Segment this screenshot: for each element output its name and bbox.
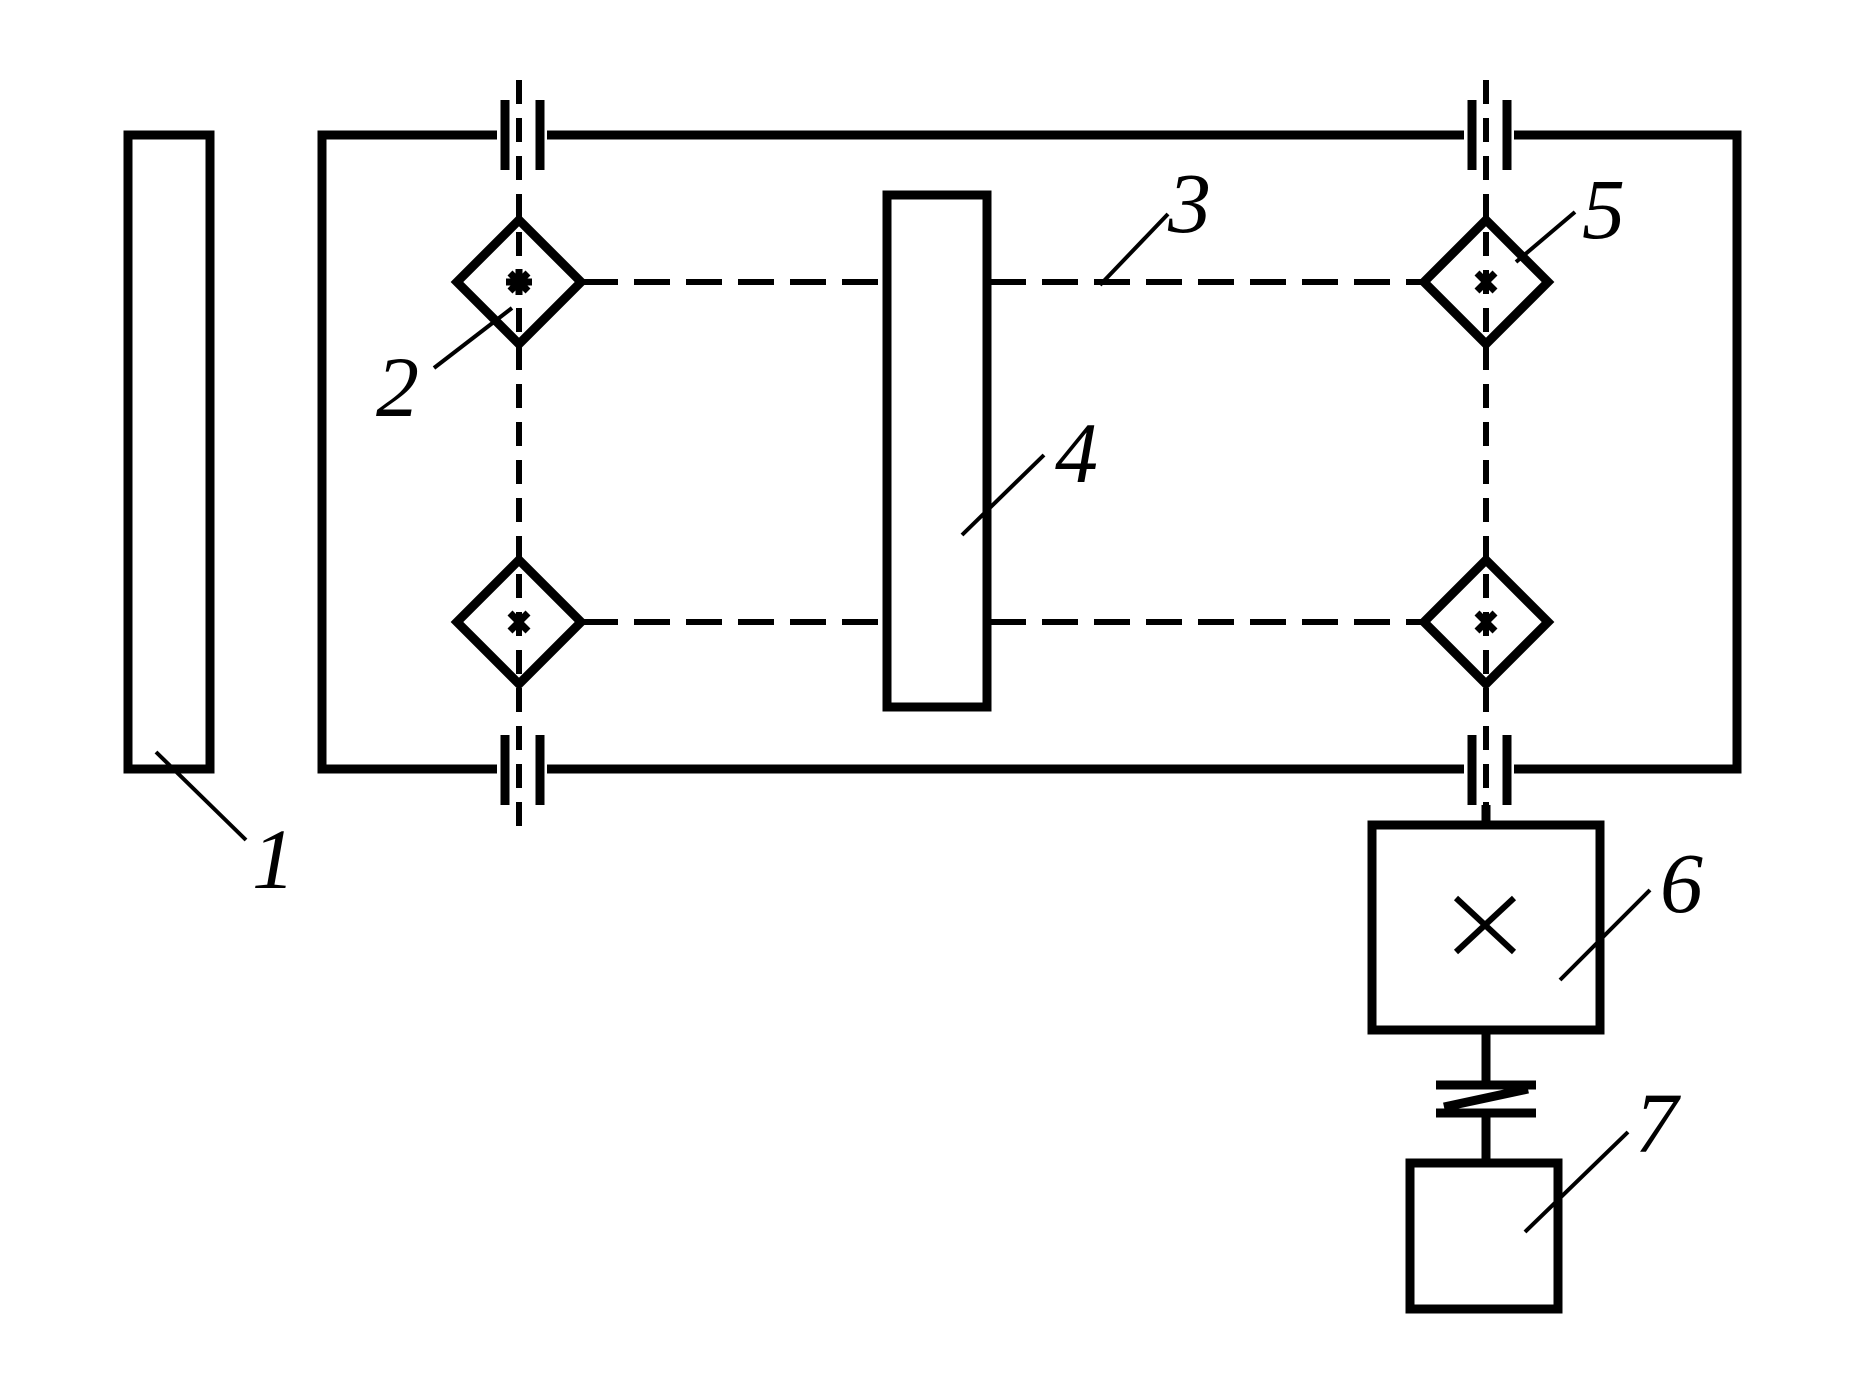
frame-housing [317, 130, 1742, 774]
leader-7 [1523, 1130, 1630, 1234]
gearbox-x-mark [1453, 895, 1517, 955]
bearing-top-left [500, 100, 545, 170]
bearing-bottom-left [500, 735, 545, 805]
label-3: 3 [1167, 155, 1211, 251]
label-4: 4 [1055, 405, 1098, 501]
sprocket-top-right [1417, 213, 1555, 351]
sprocket-top-left [450, 213, 588, 351]
part-7-motor [1405, 1158, 1563, 1314]
coupling [1436, 1030, 1536, 1163]
label-7: 7 [1635, 1075, 1681, 1171]
leader-2 [432, 306, 514, 370]
label-2: 2 [376, 339, 419, 435]
bearing-top-right [1467, 100, 1512, 170]
leader-6 [1558, 888, 1652, 982]
label-5: 5 [1582, 161, 1625, 257]
part-1-bar [123, 130, 215, 774]
bearing-gaps [497, 120, 1514, 784]
label-6: 6 [1660, 835, 1703, 931]
leader-4 [960, 453, 1046, 537]
leader-5 [1514, 210, 1577, 264]
leader-1 [154, 750, 248, 842]
leader-3 [1098, 212, 1170, 287]
bearing-bottom-right [1467, 735, 1512, 805]
sprocket-bottom-right [1417, 553, 1555, 691]
sprocket-bottom-left [450, 553, 588, 691]
label-1: 1 [252, 811, 295, 907]
part-4-carriage [882, 190, 992, 712]
